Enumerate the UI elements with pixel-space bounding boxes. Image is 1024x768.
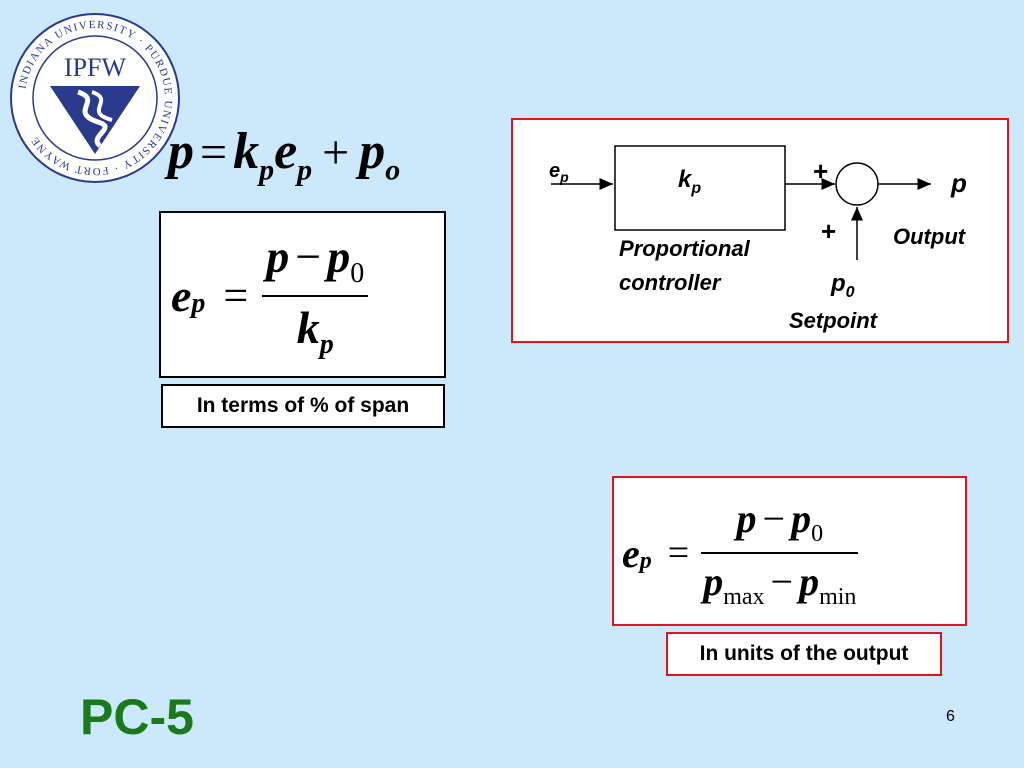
diagram-block-caption: Proportional controller [619,232,750,300]
block-diagram: ep kp Proportional controller + + p Outp… [511,118,1009,343]
eq-span-fraction-bar [262,294,369,297]
diagram-output-caption: Output [893,224,966,249]
output-caption: In units of the output [666,632,942,676]
diagram-setpoint-caption: Setpoint [789,308,877,333]
diagram-block-caption-line1: Proportional [619,236,750,261]
slide-title: PC-5 [80,689,194,745]
ipfw-logo: INDIANA UNIVERSITY · PURDUE UNIVERSITY ·… [8,12,182,184]
eq-out-fraction: p−p0 pmax−pmin [701,495,859,611]
diagram-block-caption-line2: controller [619,270,721,295]
eq-out-num-p: p [736,496,757,541]
eq-out-fraction-bar [701,552,859,554]
eq-out-num-p0-sub: 0 [811,521,824,547]
eq-out-num-p0: p [791,496,812,541]
eq-out-den-minus: − [770,559,794,604]
main-equation: p=kpep+po [168,122,400,200]
page-number: 6 [946,708,955,725]
eq-out-den-p2: p [799,559,820,604]
eq-span-den-k: k [296,301,320,353]
eq-span-den-sub: p [319,328,334,360]
ipfw-seal-icon: INDIANA UNIVERSITY · PURDUE UNIVERSITY ·… [10,13,180,183]
eq-out-lhs: e [622,530,640,576]
eq-span-num-p: p [266,231,290,283]
diagram-block-label: kp [678,166,702,197]
diagram-output-label: p [951,168,967,198]
eq-out-lhs-sub: p [639,547,652,574]
controller-block [614,145,786,231]
eq-out-num-minus: − [762,496,786,541]
eq-main-p2: p [359,123,386,180]
eq-main-plus: + [322,126,350,179]
summing-junction [835,162,879,206]
eq-main-k-sub: p [259,153,275,187]
eq-main-p: p [168,123,194,180]
eq-main-k: k [233,123,260,180]
eq-span-fraction: p−p0 kp [262,230,369,360]
eq-span-lhs: e [171,270,192,321]
eq-main-p2-sub: o [385,153,401,187]
eq-out-den-p1-sub: max [723,584,765,610]
eq-out-den-p1: p [703,559,724,604]
eq-out-den-p2-sub: min [819,584,857,610]
diagram-setpoint-label: p0 [831,270,855,301]
logo-initials: IPFW [64,53,127,82]
eq-span-num-minus: − [295,231,322,283]
eq-span-lhs-sub: p [191,287,206,319]
span-caption: In terms of % of span [161,384,445,428]
diagram-input-label: ep [549,160,569,185]
eq-out-equals: = [667,532,690,574]
eq-span-equals: = [223,271,249,320]
eq-main-e-sub: p [297,153,313,187]
sum-plus-top: + [813,156,829,186]
eq-main-equals: = [200,126,228,179]
eq-main-e: e [274,123,298,180]
diagram-connectors [551,145,931,260]
sum-plus-bottom: + [821,216,837,246]
eq-span-num-p0-sub: 0 [350,258,365,290]
eq-span-num-p0: p [327,231,351,283]
